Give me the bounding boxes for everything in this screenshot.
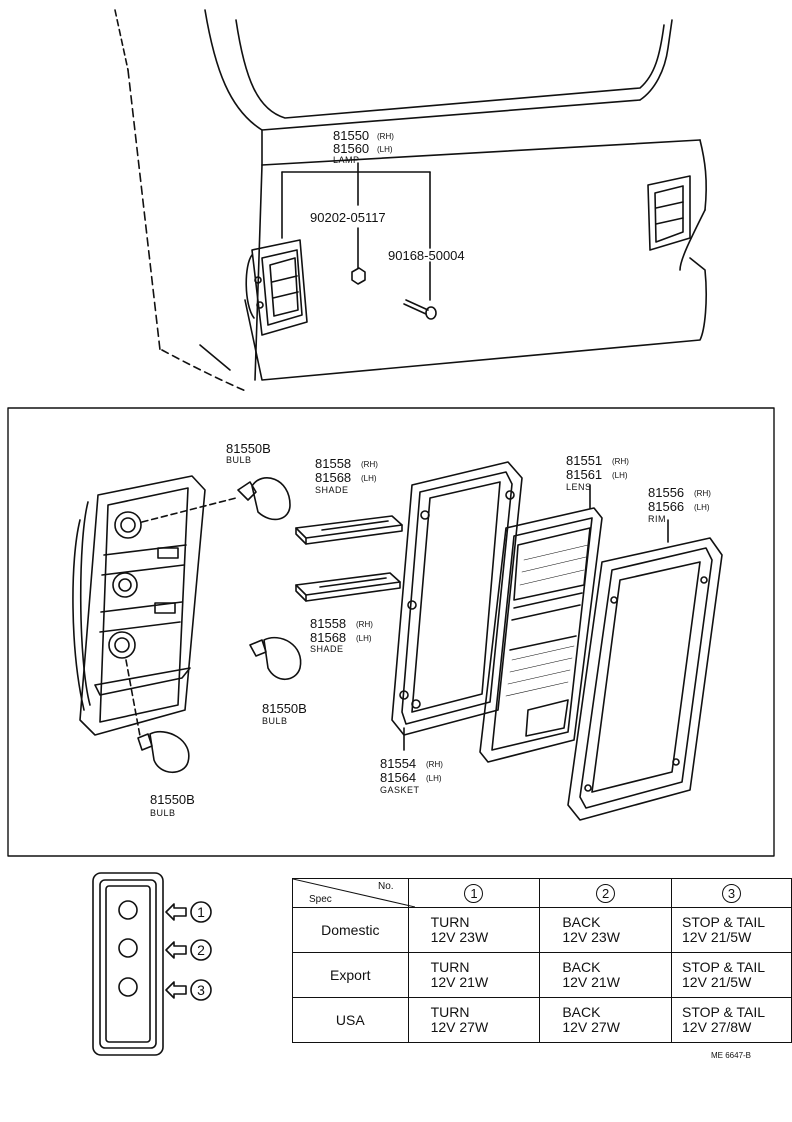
detail-frame bbox=[7, 407, 775, 857]
shade-upper-lh-tag: (LH) bbox=[361, 474, 377, 483]
lens-name: LENS bbox=[566, 482, 592, 492]
rim-lh-tag: (LH) bbox=[694, 503, 710, 512]
bulb-low-number: 81550B bbox=[150, 792, 195, 807]
shade-lower-lh-tag: (LH) bbox=[356, 634, 372, 643]
shade-upper-name: SHADE bbox=[315, 485, 349, 495]
rim-part bbox=[567, 519, 723, 821]
corner-diagonal bbox=[293, 879, 415, 907]
shade-lower-rh-tag: (RH) bbox=[356, 620, 373, 629]
row-header-spec: Spec bbox=[309, 894, 332, 905]
lens-lh-tag: (LH) bbox=[612, 471, 628, 480]
nut-part bbox=[351, 267, 366, 285]
lamp-housing bbox=[72, 475, 206, 736]
lamp-rh-number: 81550 bbox=[333, 128, 369, 143]
bulb-top-name: BULB bbox=[226, 455, 252, 465]
vehicle-body bbox=[114, 9, 707, 393]
bulb-top-number: 81550B bbox=[226, 441, 271, 456]
gasket-name: GASKET bbox=[380, 785, 420, 795]
installed-lamp bbox=[245, 239, 308, 336]
row-label-export: Export bbox=[292, 952, 409, 998]
lens-rh-tag: (RH) bbox=[612, 457, 629, 466]
rim-rh-number: 81556 bbox=[648, 485, 684, 500]
gasket-rh-number: 81554 bbox=[380, 756, 416, 771]
lens-texture bbox=[505, 544, 589, 697]
table-corner-cell: No. Spec bbox=[292, 878, 415, 908]
bulb-low-part bbox=[137, 730, 190, 774]
gasket-lh-tag: (LH) bbox=[426, 774, 442, 783]
lens-rh-number: 81551 bbox=[566, 453, 602, 468]
diagram-code: ME 6647-B bbox=[711, 1051, 752, 1060]
shade-lower-part bbox=[295, 572, 401, 602]
lens-part bbox=[479, 484, 603, 763]
shade-upper-lh-number: 81568 bbox=[315, 470, 351, 485]
bulb-mid-part bbox=[249, 636, 302, 681]
rim-name: RIM bbox=[648, 514, 666, 524]
shade-upper-rh-tag: (RH) bbox=[361, 460, 378, 469]
screw-part bbox=[403, 299, 437, 320]
shade-upper-part bbox=[295, 515, 403, 545]
lamp-name: LAMP bbox=[333, 155, 360, 165]
gasket-lh-number: 81564 bbox=[380, 770, 416, 785]
lamp-face-schematic bbox=[92, 872, 212, 1056]
position-2-label: 2 bbox=[197, 942, 205, 958]
lens-lh-number: 81561 bbox=[566, 467, 602, 482]
rim-rh-tag: (RH) bbox=[694, 489, 711, 498]
bulb-low-name: BULB bbox=[150, 808, 176, 818]
column-header-3: 3 bbox=[671, 878, 792, 908]
screw-number: 90168-50004 bbox=[388, 248, 465, 263]
bulb-top-part bbox=[237, 477, 291, 521]
side-marker bbox=[647, 175, 691, 251]
position-1-label: 1 bbox=[197, 904, 205, 920]
column-header-1: 1 bbox=[407, 878, 541, 908]
column-header-no: No. bbox=[378, 881, 394, 892]
gasket-rh-tag: (RH) bbox=[426, 760, 443, 769]
gasket-part bbox=[391, 461, 523, 751]
nut-number: 90202-05117 bbox=[310, 210, 386, 225]
shade-lower-name: SHADE bbox=[310, 644, 344, 654]
row-label-usa: USA bbox=[292, 997, 409, 1043]
rim-lh-number: 81566 bbox=[648, 499, 684, 514]
position-3-label: 3 bbox=[197, 982, 205, 998]
column-header-2: 2 bbox=[539, 878, 673, 908]
shade-upper-rh-number: 81558 bbox=[315, 456, 351, 471]
shade-lower-lh-number: 81568 bbox=[310, 630, 346, 645]
shade-lower-rh-number: 81558 bbox=[310, 616, 346, 631]
bulb-mid-name: BULB bbox=[262, 716, 288, 726]
lamp-lh-tag: (LH) bbox=[377, 145, 393, 154]
bulb-mid-number: 81550B bbox=[262, 701, 307, 716]
lamp-rh-tag: (RH) bbox=[377, 132, 394, 141]
row-label-domestic: Domestic bbox=[292, 907, 409, 953]
lamp-lh-number: 81560 bbox=[333, 141, 369, 156]
